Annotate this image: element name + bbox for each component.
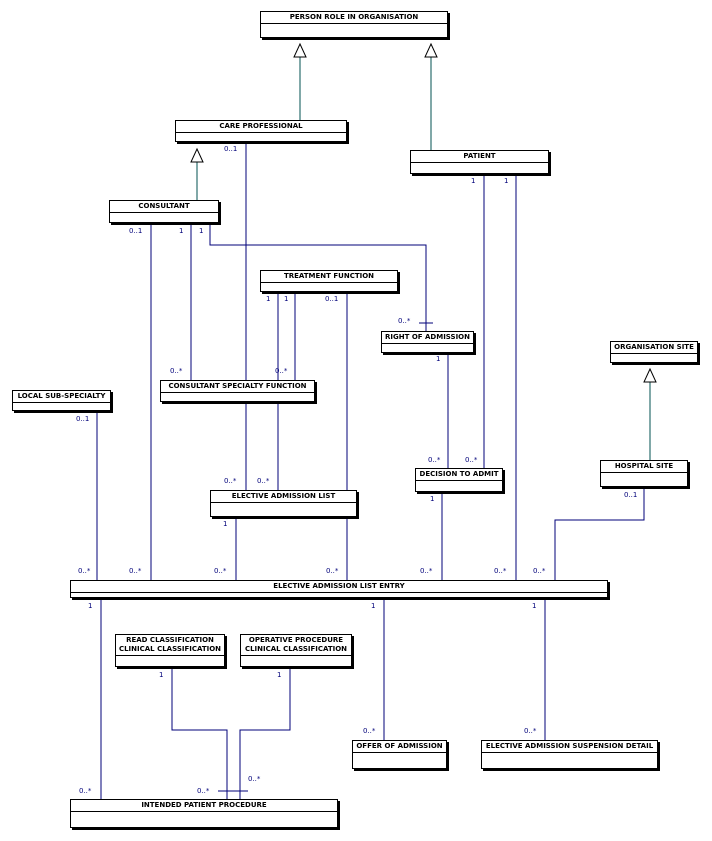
generalization-arrow xyxy=(643,367,657,383)
multiplicity-label: 0..* xyxy=(363,727,376,735)
multiplicity-label: 0..* xyxy=(494,567,507,575)
multiplicity-label: 1 xyxy=(532,602,536,610)
entity-title: HOSPITAL SITE xyxy=(601,461,687,473)
entity-title: READ CLASSIFICATION CLINICAL CLASSIFICAT… xyxy=(116,635,224,656)
entity-title: PATIENT xyxy=(411,151,548,163)
multiplicity-label: 0..* xyxy=(197,787,210,795)
entity-title-line: CLINICAL CLASSIFICATION xyxy=(118,645,222,653)
multiplicity-label: 0..* xyxy=(79,787,92,795)
multiplicity-label: 0..* xyxy=(257,477,270,485)
entity-title: ELECTIVE ADMISSION LIST xyxy=(211,491,356,503)
entity-treatment-function[interactable]: TREATMENT FUNCTION xyxy=(260,270,398,292)
multiplicity-label: 0..* xyxy=(524,727,537,735)
entity-elective-admission-suspension-detail[interactable]: ELECTIVE ADMISSION SUSPENSION DETAIL xyxy=(481,740,658,769)
entity-consultant[interactable]: CONSULTANT xyxy=(109,200,219,223)
entity-title: LOCAL SUB-SPECIALTY xyxy=(13,391,110,403)
entity-title: CARE PROFESSIONAL xyxy=(176,121,346,133)
multiplicity-label: 0..* xyxy=(428,456,441,464)
multiplicity-label: 0..* xyxy=(326,567,339,575)
multiplicity-label: 0..1 xyxy=(129,227,142,235)
entity-title: OPERATIVE PROCEDURE CLINICAL CLASSIFICAT… xyxy=(241,635,351,656)
entity-title: DECISION TO ADMIT xyxy=(416,469,502,481)
multiplicity-label: 1 xyxy=(277,671,281,679)
entity-elective-admission-list-entry[interactable]: ELECTIVE ADMISSION LIST ENTRY xyxy=(70,580,608,598)
entity-title: OFFER OF ADMISSION xyxy=(353,741,446,753)
entity-intended-patient-procedure[interactable]: INTENDED PATIENT PROCEDURE xyxy=(70,799,338,828)
entity-title: RIGHT OF ADMISSION xyxy=(382,332,473,344)
multiplicity-label: 0..* xyxy=(129,567,142,575)
multiplicity-label: 1 xyxy=(223,520,227,528)
multiplicity-label: 0..* xyxy=(224,477,237,485)
entity-offer-of-admission[interactable]: OFFER OF ADMISSION xyxy=(352,740,447,769)
generalization-arrow xyxy=(424,42,438,58)
multiplicity-label: 0..* xyxy=(170,367,183,375)
multiplicity-label: 1 xyxy=(284,295,288,303)
entity-title: INTENDED PATIENT PROCEDURE xyxy=(71,800,337,812)
entity-care-professional[interactable]: CARE PROFESSIONAL xyxy=(175,120,347,142)
multiplicity-label: 1 xyxy=(436,355,440,363)
entity-consultant-specialty-function[interactable]: CONSULTANT SPECIALTY FUNCTION xyxy=(160,380,315,402)
multiplicity-label: 0..1 xyxy=(325,295,338,303)
multiplicity-label: 0..* xyxy=(465,456,478,464)
multiplicity-label: 1 xyxy=(471,177,475,185)
entity-title: CONSULTANT xyxy=(110,201,218,213)
multiplicity-label: 0..* xyxy=(214,567,227,575)
entity-title: TREATMENT FUNCTION xyxy=(261,271,397,283)
multiplicity-label: 0..* xyxy=(275,367,288,375)
entity-operative-procedure[interactable]: OPERATIVE PROCEDURE CLINICAL CLASSIFICAT… xyxy=(240,634,352,667)
entity-hospital-site[interactable]: HOSPITAL SITE xyxy=(600,460,688,487)
multiplicity-label: 0..1 xyxy=(76,415,89,423)
entity-title: PERSON ROLE IN ORGANISATION xyxy=(261,12,447,24)
entity-patient[interactable]: PATIENT xyxy=(410,150,549,174)
multiplicity-label: 0..* xyxy=(78,567,91,575)
entity-title: ELECTIVE ADMISSION SUSPENSION DETAIL xyxy=(482,741,657,753)
generalization-arrow xyxy=(293,42,307,58)
multiplicity-label: 1 xyxy=(371,602,375,610)
entity-title-line: OPERATIVE PROCEDURE xyxy=(248,636,344,644)
entity-elective-admission-list[interactable]: ELECTIVE ADMISSION LIST xyxy=(210,490,357,517)
multiplicity-label: 0..* xyxy=(533,567,546,575)
generalization-arrow xyxy=(190,147,204,163)
multiplicity-label: 0..* xyxy=(420,567,433,575)
multiplicity-label: 0..1 xyxy=(624,491,637,499)
entity-decision-to-admit[interactable]: DECISION TO ADMIT xyxy=(415,468,503,492)
generalization-links xyxy=(190,42,657,460)
multiplicity-label: 0..1 xyxy=(224,145,237,153)
multiplicity-label: 1 xyxy=(266,295,270,303)
entity-title: CONSULTANT SPECIALTY FUNCTION xyxy=(161,381,314,393)
entity-organisation-site[interactable]: ORGANISATION SITE xyxy=(610,341,698,363)
multiplicity-label: 0..* xyxy=(248,775,261,783)
multiplicity-label: 1 xyxy=(179,227,183,235)
entity-right-of-admission[interactable]: RIGHT OF ADMISSION xyxy=(381,331,474,353)
multiplicity-label: 1 xyxy=(88,602,92,610)
multiplicity-label: 0..* xyxy=(398,317,411,325)
multiplicity-label: 1 xyxy=(504,177,508,185)
multiplicity-label: 1 xyxy=(159,671,163,679)
entity-read-classification[interactable]: READ CLASSIFICATION CLINICAL CLASSIFICAT… xyxy=(115,634,225,667)
entity-title-line: READ CLASSIFICATION xyxy=(126,636,214,644)
multiplicity-label: 1 xyxy=(199,227,203,235)
entity-title-line: CLINICAL CLASSIFICATION xyxy=(244,645,348,653)
multiplicity-labels: 0..1 1 1 0..1 1 1 1 1 0..1 0..* 1 0..* 0… xyxy=(76,145,637,795)
entity-local-sub-specialty[interactable]: LOCAL SUB-SPECIALTY xyxy=(12,390,111,411)
multiplicity-label: 1 xyxy=(430,495,434,503)
association-links xyxy=(96,142,645,799)
entity-title: ELECTIVE ADMISSION LIST ENTRY xyxy=(71,581,607,593)
entity-person-role-in-organisation[interactable]: PERSON ROLE IN ORGANISATION xyxy=(260,11,448,38)
entity-title: ORGANISATION SITE xyxy=(611,342,697,354)
